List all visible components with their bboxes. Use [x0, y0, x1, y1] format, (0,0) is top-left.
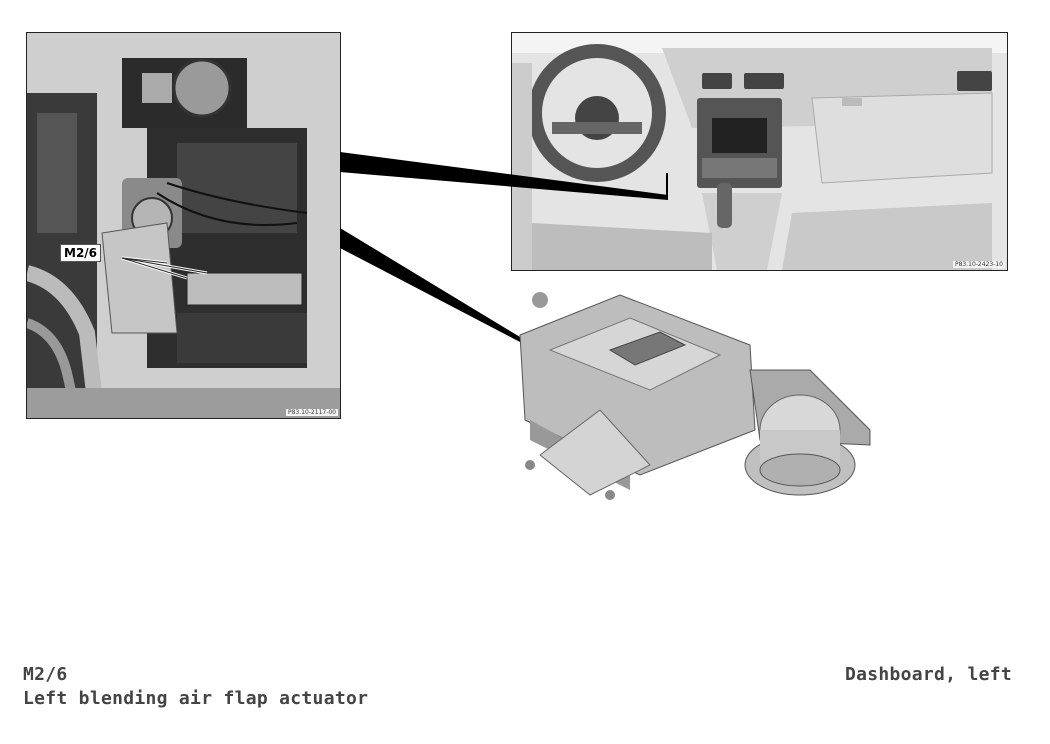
component-location: Dashboard, left	[844, 664, 1012, 685]
actuator-closeup-drawing	[27, 33, 340, 418]
component-code: M2/6	[23, 664, 68, 685]
wedge-to-module	[340, 228, 520, 342]
component-callout-label: M2/6	[60, 244, 102, 262]
dashboard-interior-photo: P83.10-2423-10	[511, 32, 1008, 271]
photo-reference-number: P83.10-2117-00	[285, 409, 338, 416]
component-name: Left blending air flap actuator	[23, 688, 369, 709]
heater-module-drawing	[519, 292, 871, 500]
dashboard-drawing	[512, 33, 1007, 270]
wedge-to-dashboard	[340, 152, 668, 200]
actuator-closeup-photo: P83.10-2117-00	[26, 32, 341, 419]
photo-reference-number: P83.10-2423-10	[952, 261, 1005, 268]
